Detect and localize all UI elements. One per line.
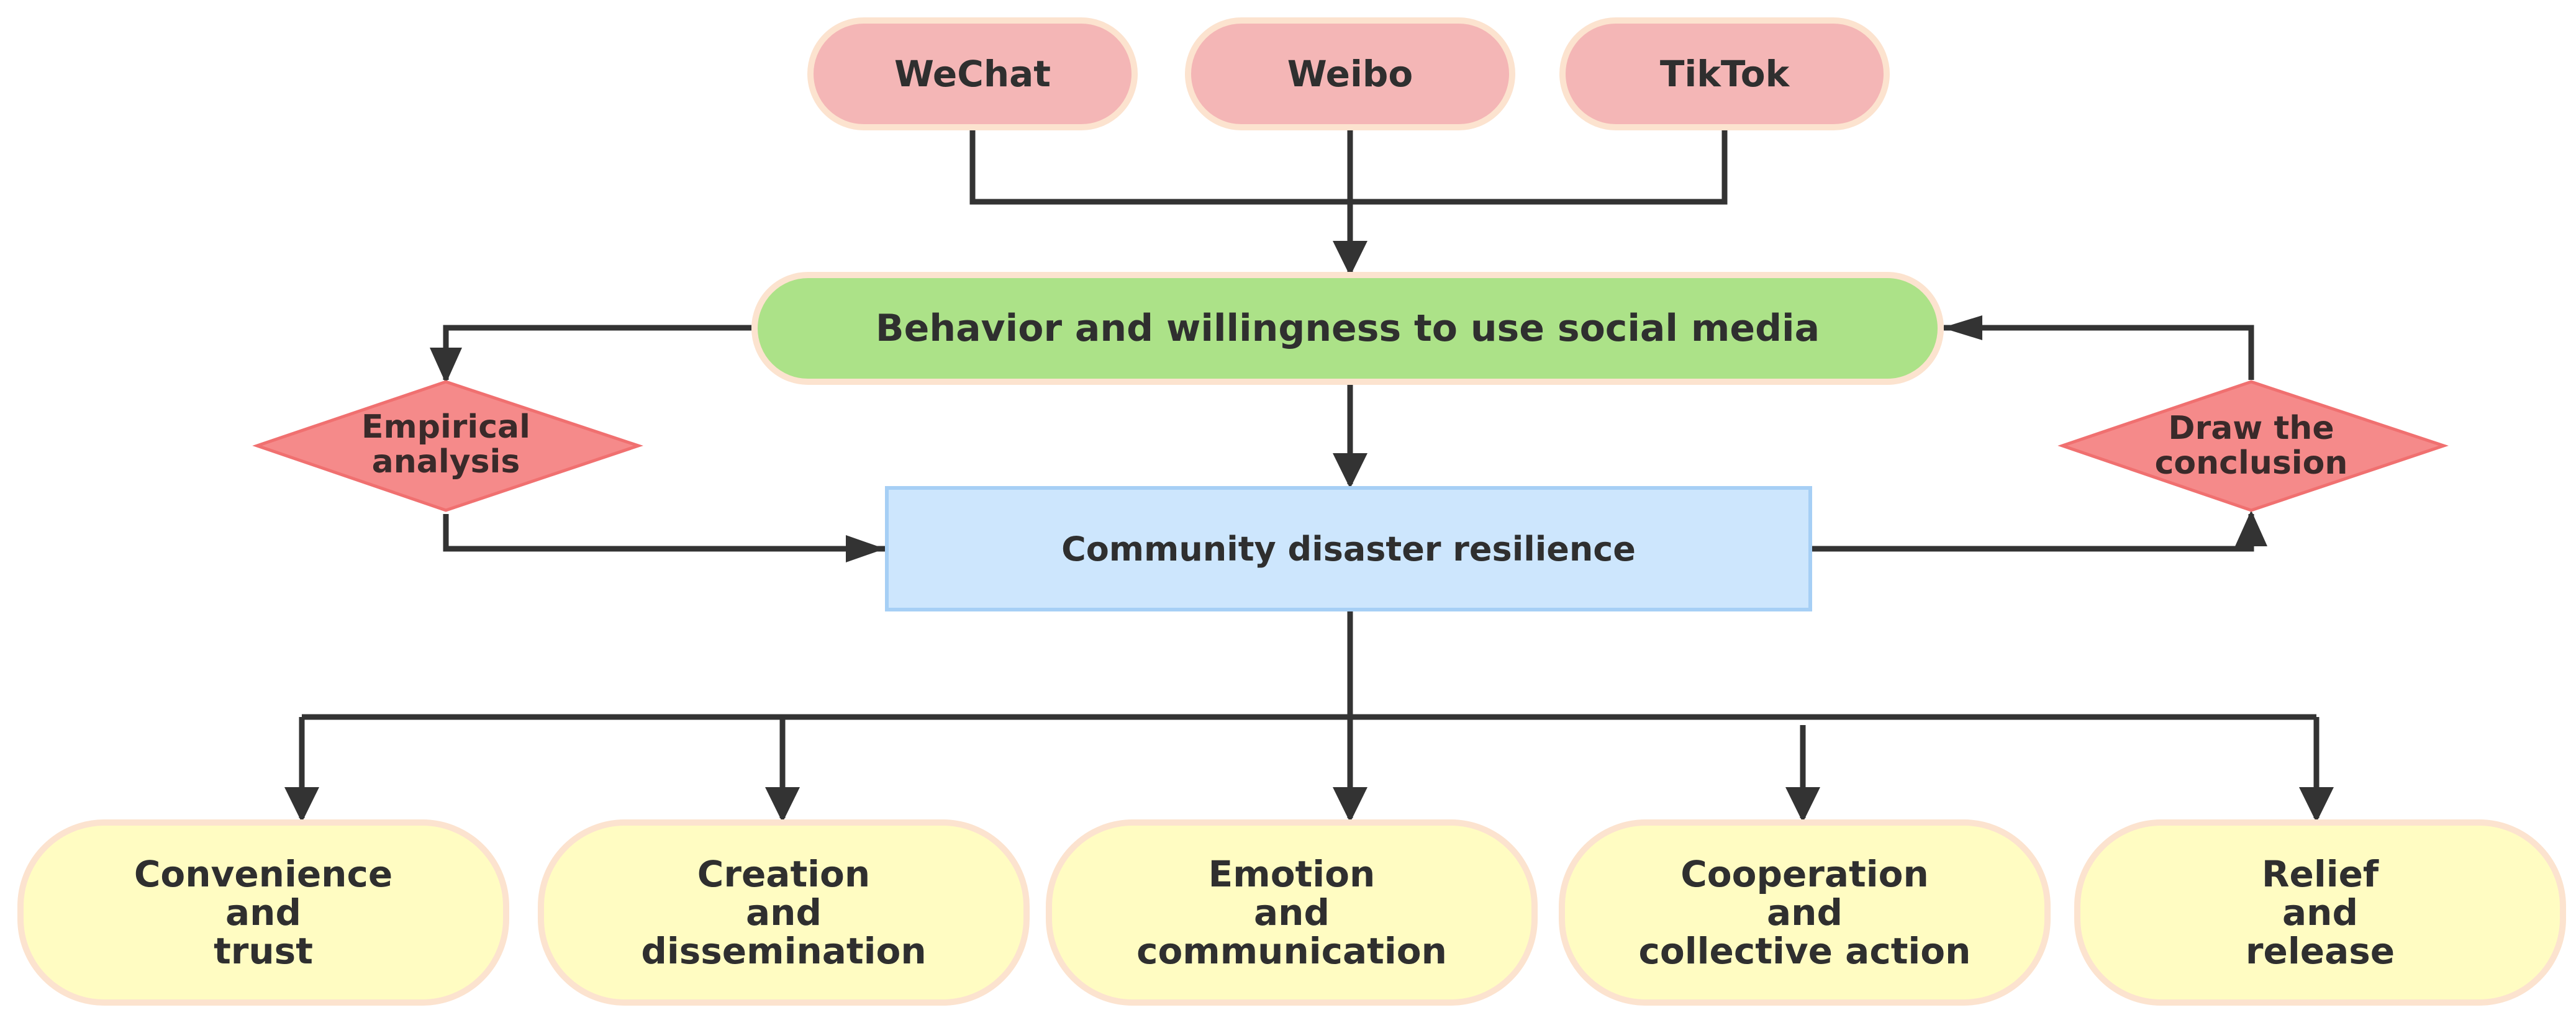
arrowhead-into-resilience [846,535,885,562]
dimension-cooperation-collective-action-label: Cooperation and collective action [1638,853,1971,972]
connector-behavior-to-empirical [443,325,751,380]
connector-tiktok [1350,130,1728,205]
arrowhead-relief [2299,787,2334,823]
dimension-emotion-communication: Emotion and communication [1046,819,1538,1006]
dimension-creation-dissemination: Creation and dissemination [538,819,1030,1006]
arrowhead-cooperation [1785,787,1820,823]
dimension-emotion-communication-label: Emotion and communication [1136,853,1447,972]
arrowhead-convenience [284,787,319,823]
dimension-convenience-trust: Convenience and trust [17,819,509,1006]
source-wechat-label: WeChat [894,53,1051,95]
behavior-label: Behavior and willingness to use social m… [875,307,1820,350]
dimension-cooperation-collective-action: Cooperation and collective action [1559,819,2051,1006]
source-weibo-label: Weibo [1287,53,1413,95]
arrowhead-into-behavior [1942,315,1982,340]
source-tiktok: TikTok [1559,17,1890,130]
arrowhead-creation [765,787,800,823]
community-resilience-label: Community disaster resilience [1061,529,1636,569]
dimension-relief-release: Relief and release [2074,819,2566,1006]
source-wechat: WeChat [807,17,1138,130]
connector-empirical-to-resilience [443,514,885,552]
arrowhead-emotion [1333,787,1367,823]
connector-resilience-to-conclusion [1812,514,2254,552]
behavior-node: Behavior and willingness to use social m… [751,272,1944,385]
arrowhead-empirical [430,348,462,384]
empirical-analysis-label: Empirical analysis [361,408,530,480]
source-weibo: Weibo [1185,17,1515,130]
source-tiktok-label: TikTok [1659,53,1790,95]
draw-conclusion-label: Draw the conclusion [2154,410,2348,482]
dimension-creation-dissemination-label: Creation and dissemination [641,853,927,972]
arrowhead-resilience [1333,453,1367,489]
dimension-relief-release-label: Relief and release [2245,853,2395,972]
community-resilience-node: Community disaster resilience [885,486,1812,611]
dimension-convenience-trust-label: Convenience and trust [134,853,393,972]
arrowhead-behavior [1333,241,1367,276]
empirical-analysis-diamond [252,380,643,512]
arrowhead-conclusion [2235,510,2267,546]
connector-conclusion-to-behavior [1944,325,2254,380]
connector-wechat [969,130,1350,205]
draw-conclusion-diamond [2057,380,2449,512]
